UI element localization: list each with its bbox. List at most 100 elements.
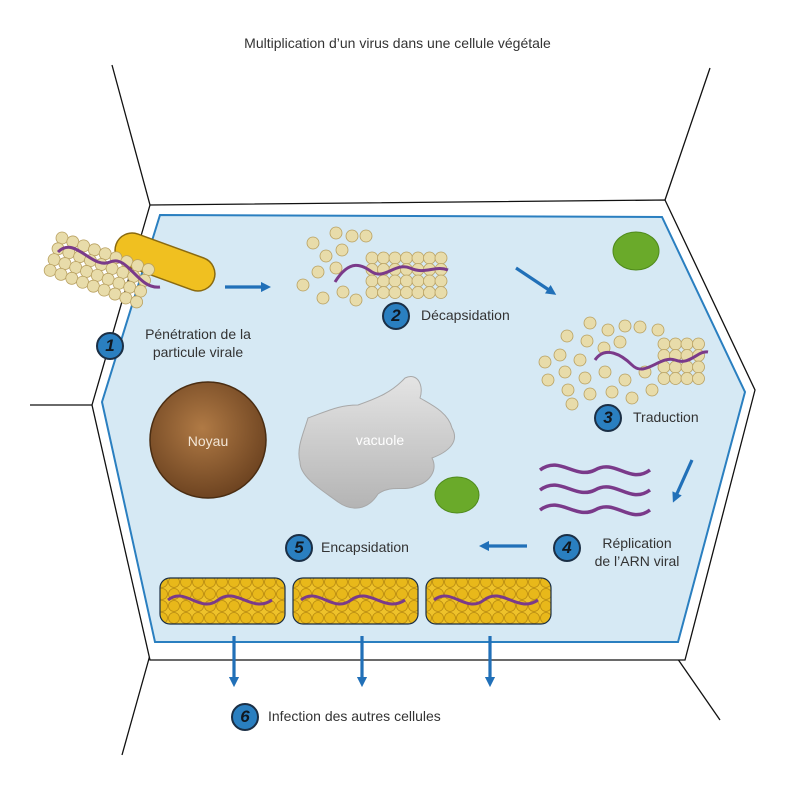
capsomer xyxy=(669,360,682,374)
capsomer xyxy=(411,286,425,299)
capsomer xyxy=(76,275,89,289)
capsomer xyxy=(345,229,359,243)
capsomer xyxy=(377,251,390,265)
neighbour-cell-walls xyxy=(30,64,721,756)
capsomer xyxy=(580,334,594,348)
capsomer xyxy=(423,286,436,299)
capsomer xyxy=(583,316,597,330)
capsomer xyxy=(377,286,390,299)
capsomer xyxy=(335,243,349,257)
step-1-label: Pénétration de la particule virale xyxy=(128,325,268,361)
capsomer xyxy=(55,231,69,245)
capsomer xyxy=(411,251,425,265)
capsomer xyxy=(316,291,330,305)
step-4-label-line1: Réplication xyxy=(602,535,672,551)
capsomer xyxy=(680,372,694,385)
capsomer xyxy=(142,263,155,276)
capsomer xyxy=(131,259,145,273)
capsomer xyxy=(657,372,671,385)
capsomer xyxy=(434,286,448,299)
capsomer xyxy=(105,262,119,275)
capsomer xyxy=(598,365,612,379)
capsomer xyxy=(69,261,83,274)
step-5-badge: 5 xyxy=(285,534,313,562)
capsomer xyxy=(365,286,379,299)
step-1-label-line2: particule virale xyxy=(152,344,244,360)
new-virions xyxy=(159,577,552,625)
translation-virus xyxy=(538,316,709,411)
capsomer xyxy=(633,320,647,334)
capsomer xyxy=(329,261,343,275)
capsomer xyxy=(645,383,659,397)
capsomer xyxy=(573,353,587,367)
replicated-rna xyxy=(538,463,652,517)
diagram-title: Multiplication d’un virus dans une cellu… xyxy=(244,35,551,51)
capsomer xyxy=(108,287,122,301)
step-3-badge: 3 xyxy=(594,404,622,432)
capsomer xyxy=(112,276,126,290)
capsomer xyxy=(578,371,592,385)
capsomer xyxy=(101,272,115,286)
chloroplast xyxy=(434,476,480,514)
capsomer xyxy=(130,295,143,309)
capsomer xyxy=(119,291,133,305)
capsomer xyxy=(541,373,555,387)
capsomer xyxy=(669,372,682,385)
capsomer xyxy=(365,274,379,288)
capsomer xyxy=(561,383,575,397)
nucleus xyxy=(149,381,267,499)
capsomer xyxy=(558,365,572,379)
capsomer xyxy=(553,348,567,362)
capsomer xyxy=(365,251,379,265)
step-1-badge: 1 xyxy=(96,332,124,360)
capsomer xyxy=(605,385,619,399)
capsomer xyxy=(97,283,111,297)
capsomer xyxy=(625,391,639,405)
capsomer xyxy=(88,243,101,257)
capsomer xyxy=(692,360,705,374)
capsomer xyxy=(311,265,325,279)
capsomer xyxy=(423,274,436,288)
chloroplast xyxy=(612,231,660,271)
capsomer xyxy=(434,274,448,288)
capsomer xyxy=(388,286,402,299)
capsomer xyxy=(58,257,72,270)
capsomer xyxy=(651,323,665,337)
capsomer xyxy=(692,372,705,385)
capsomer xyxy=(65,271,79,285)
capsomer xyxy=(47,253,61,267)
capsomer xyxy=(388,251,402,265)
capsomer xyxy=(601,323,615,337)
capsomer xyxy=(400,286,413,299)
capsomer xyxy=(90,268,104,282)
capsomer xyxy=(86,279,100,293)
step-3-label: Traduction xyxy=(633,409,699,425)
vacuole-label: vacuole xyxy=(355,432,405,448)
capsomer xyxy=(618,373,632,387)
capsomer xyxy=(54,267,68,281)
capsomer xyxy=(411,274,425,288)
capsomer xyxy=(98,247,112,261)
uncoating-virus xyxy=(296,226,449,307)
capsomer xyxy=(423,251,436,265)
nucleus-label: Noyau xyxy=(187,433,229,449)
step-5-label: Encapsidation xyxy=(321,539,409,555)
entering-virus xyxy=(43,231,216,309)
capsomer xyxy=(583,387,597,401)
arrow-2-3 xyxy=(515,266,557,295)
capsomer xyxy=(336,285,350,299)
flow-arrows xyxy=(225,266,694,688)
capsomer xyxy=(538,355,552,369)
capsomer xyxy=(80,265,93,278)
capsomer xyxy=(359,229,373,243)
capsomer xyxy=(618,319,632,333)
capsomer xyxy=(565,397,579,411)
capsomer xyxy=(669,337,682,351)
step-1-label-line1: Pénétration de la xyxy=(145,326,251,342)
capsomer xyxy=(319,249,333,263)
capsomer xyxy=(560,329,574,343)
arrow-3-4 xyxy=(672,459,694,503)
capsomer xyxy=(306,236,320,250)
capsomer xyxy=(377,274,390,288)
